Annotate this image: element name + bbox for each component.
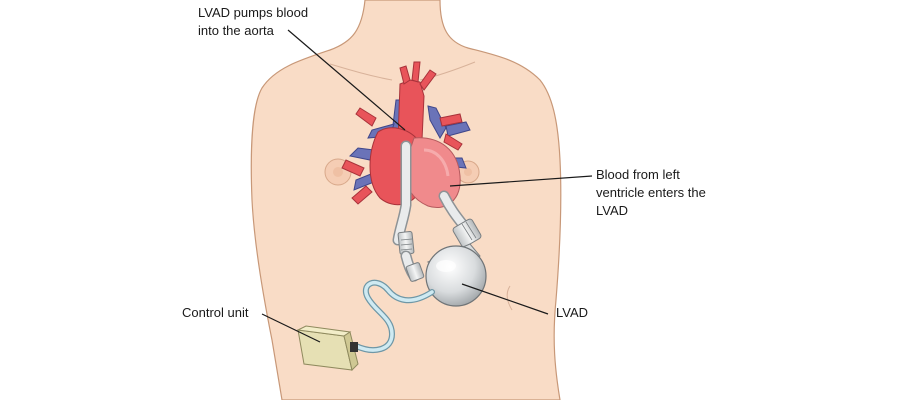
- label-lvad-pumps-line1: LVAD pumps blood: [198, 5, 309, 20]
- leader-lvad-pumps: [287, 29, 406, 131]
- collarbone-left: [329, 63, 393, 81]
- label-control-unit: Control unit: [182, 305, 249, 320]
- abdomen-line: [506, 285, 513, 311]
- label-blood-line3: LVAD: [596, 203, 629, 218]
- heart-highlight: [423, 148, 450, 177]
- label-lvad-pumps-line2: into the aorta: [198, 23, 274, 38]
- label-blood-line1: Blood from left: [596, 167, 680, 182]
- label-blood-line2: ventricle enters the: [596, 185, 706, 200]
- leader-control-unit: [261, 313, 321, 343]
- leader-blood-from-lv: [449, 175, 593, 187]
- label-lvad-pumps-blood: LVAD pumps blood into the aorta: [198, 4, 308, 40]
- label-blood-from-left-ventricle: Blood from left ventricle enters the LVA…: [596, 166, 706, 220]
- label-lvad: LVAD: [556, 305, 589, 320]
- leader-lvad: [461, 283, 549, 315]
- control-unit-box: [296, 325, 359, 371]
- lvad-pump: [425, 245, 487, 307]
- graft-connector-bottom: [405, 262, 425, 282]
- inflow-connector: [452, 218, 482, 248]
